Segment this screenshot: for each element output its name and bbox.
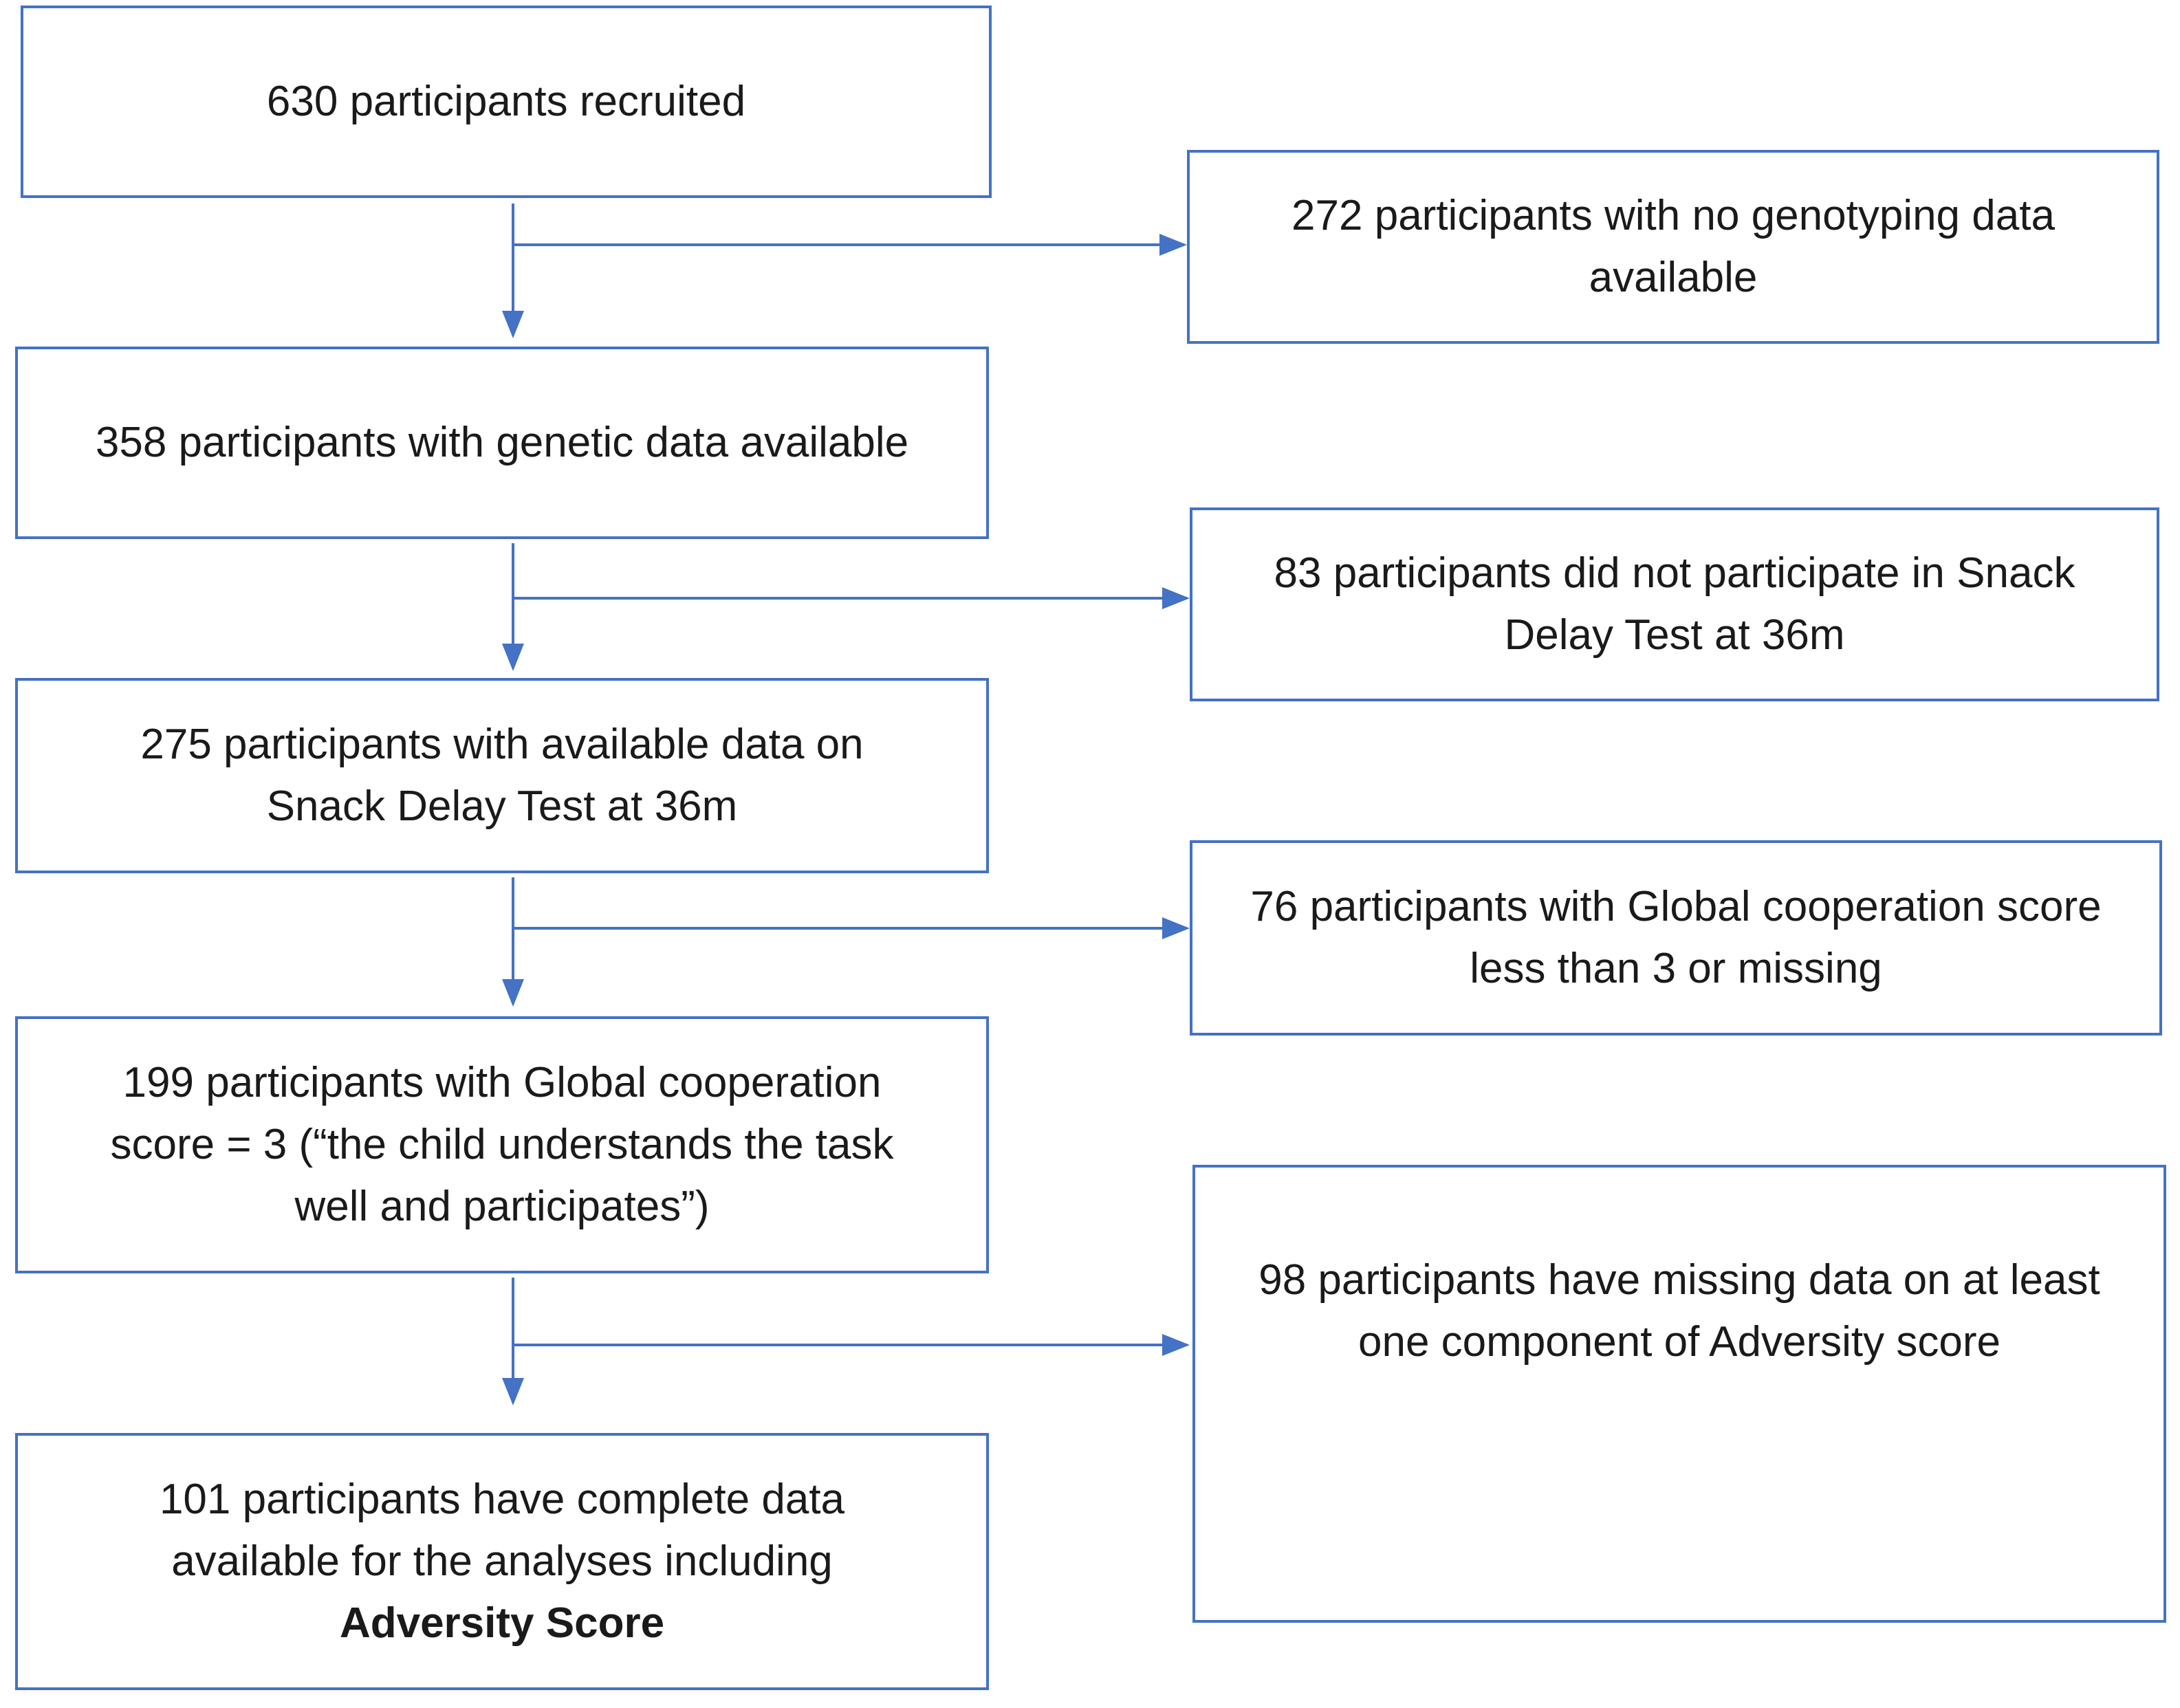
exclusion-low-cooperation: 76 participants with Global cooperation … — [1190, 840, 2162, 1036]
exclusion-no-snack-test: 83 participants did not participate in S… — [1190, 507, 2159, 701]
step-genetic-data-text: 358 participants with genetic data avail… — [95, 419, 909, 466]
step-complete-data: 101 participants have complete data avai… — [15, 1433, 989, 1690]
exclusion-low-cooperation-text: 76 participants with Global cooperation … — [1250, 883, 2102, 992]
exclusion-no-snack-test-text: 83 participants did not participate in S… — [1274, 549, 2075, 659]
step-cooperation-text: 199 participants with Global cooperation… — [110, 1059, 894, 1230]
step-recruited-text: 630 participants recruited — [266, 78, 746, 125]
exclusion-no-genotyping-text: 272 participants with no genotyping data… — [1291, 192, 2055, 301]
step-snack-delay: 275 participants with available data on … — [15, 678, 989, 873]
step-genetic-data: 358 participants with genetic data avail… — [15, 347, 989, 539]
step-complete-data-main: 101 participants have complete data avai… — [159, 1476, 845, 1585]
exclusion-no-genotyping: 272 participants with no genotyping data… — [1187, 150, 2159, 344]
step-snack-delay-text: 275 participants with available data on … — [140, 721, 864, 830]
step-cooperation: 199 participants with Global cooperation… — [15, 1016, 989, 1273]
exclusion-missing-adversity-text: 98 participants have missing data on at … — [1258, 1256, 2100, 1366]
adversity-score-emphasis: Adversity Score — [339, 1599, 665, 1647]
exclusion-missing-adversity: 98 participants have missing data on at … — [1192, 1165, 2166, 1623]
step-complete-data-text: 101 participants have complete data avai… — [83, 1469, 922, 1654]
step-recruited: 630 participants recruited — [21, 6, 992, 198]
